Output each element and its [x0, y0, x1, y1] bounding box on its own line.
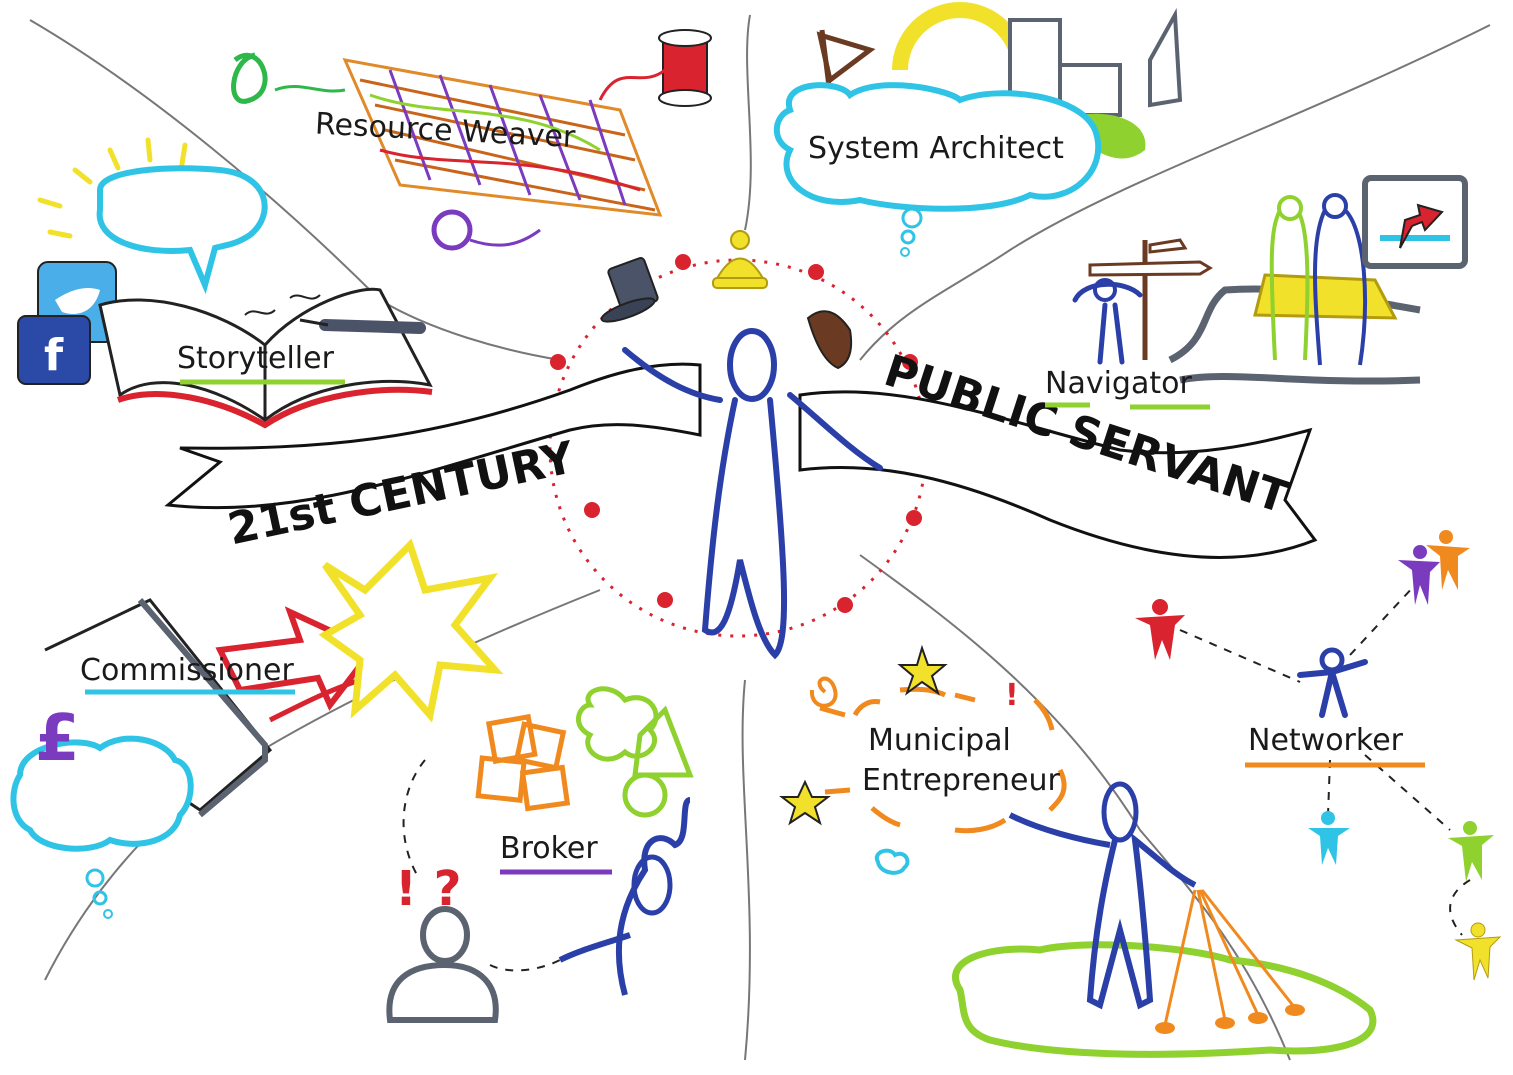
star-icon-2	[779, 779, 831, 826]
exclamation-icon: !	[1005, 678, 1019, 713]
purple-person-icon	[1398, 545, 1440, 605]
circle-dots	[550, 254, 922, 613]
thread-spool-icon	[658, 29, 712, 107]
facebook-icon: f	[17, 315, 91, 385]
navigator-illustration: Navigator	[1045, 175, 1468, 410]
networker-label: Networker	[1248, 723, 1404, 758]
networker-hub-person-icon	[1297, 647, 1368, 718]
commissioner-label: Commissioner	[80, 653, 295, 688]
storyteller-illustration: f Storyteller	[17, 137, 433, 429]
wool-hat-icon	[712, 230, 768, 289]
system-architect-illustration: System Architect	[773, 2, 1183, 257]
orange-person-icon	[1426, 530, 1470, 590]
strings-ends-icon	[1155, 1004, 1305, 1034]
puppet-strings-icon	[1163, 889, 1297, 1026]
broker-person-icon	[615, 797, 692, 996]
system-architect-label: System Architect	[808, 131, 1064, 166]
navigator-person-icon	[1072, 281, 1143, 365]
entrepreneur-person-icon	[1008, 812, 1197, 1010]
loom-icon	[342, 58, 663, 217]
green-yarn-icon	[231, 52, 268, 104]
sunburst-icon	[37, 137, 188, 239]
triangle-icon	[632, 705, 694, 778]
starburst-icon	[318, 538, 504, 723]
orange-dashes-icon	[819, 686, 1067, 834]
cyan-person-icon	[1308, 811, 1350, 865]
commissioner-illustration: £ Commissioner	[10, 538, 504, 919]
arrow-up-right-icon	[1399, 203, 1444, 249]
green-cloud-icon	[576, 686, 659, 762]
pound-currency-icon: £	[35, 702, 80, 776]
facebook-letter: f	[44, 330, 64, 381]
sticky-notes-icon	[475, 713, 571, 812]
red-arrow-icon	[215, 606, 377, 711]
purple-yarn-icon	[431, 209, 473, 251]
networker-illustration: Networker	[1135, 530, 1502, 981]
circle-shape-icon	[622, 772, 668, 818]
green-ground-icon	[952, 941, 1377, 1058]
navigator-label: Navigator	[1045, 366, 1192, 401]
meeting-table-icon	[1253, 193, 1398, 366]
star-icon	[897, 644, 948, 696]
presentation-screen-icon	[1362, 175, 1468, 269]
thought-cloud-icon	[773, 82, 1102, 212]
storyteller-label: Storyteller	[177, 341, 335, 376]
resource-weaver-illustration: Resource Weaver	[231, 29, 712, 251]
top-hat-icon	[600, 257, 659, 323]
cowboy-hat-icon	[806, 310, 853, 370]
commissioner-cloud-icon	[10, 735, 194, 852]
central-figure-icon	[622, 328, 883, 660]
resource-weaver-label: Resource Weaver	[314, 106, 577, 155]
municipal-label-line1: Municipal	[868, 723, 1011, 758]
document-icon	[44, 598, 273, 812]
municipal-entrepreneur-illustration: ! Municipal Entrepreneur	[779, 644, 1377, 1058]
broker-label: Broker	[500, 831, 598, 866]
arch-icon	[892, 2, 1028, 71]
signpost-icon	[1088, 238, 1213, 360]
green-person-icon	[1448, 821, 1494, 882]
confused-person-icon	[386, 961, 499, 1023]
municipal-label-line2: Entrepreneur	[862, 763, 1061, 798]
pen-icon	[299, 318, 426, 334]
yellow-person-icon	[1454, 922, 1502, 981]
spiral-icon	[809, 676, 838, 708]
small-cloud-icon	[874, 848, 910, 875]
speech-bubble-icon	[96, 165, 268, 295]
broker-illustration: ! ? Broker	[386, 686, 694, 1023]
red-person-icon	[1135, 599, 1185, 660]
